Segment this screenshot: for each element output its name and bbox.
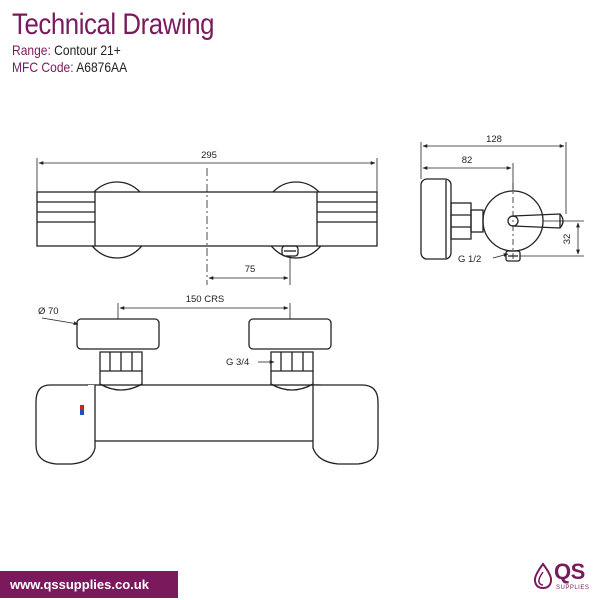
plan-left-shank	[99, 371, 143, 391]
flange-diameter-label: Ø 70	[38, 306, 59, 317]
side-connector	[470, 209, 484, 233]
mfc-label: MFC Code:	[12, 59, 74, 75]
dim-side-inner-depth-label: 82	[462, 155, 473, 166]
mfc-row: MFC Code: A6876AA	[12, 59, 214, 76]
dim-side-depth	[420, 142, 567, 214]
range-value: Contour 21+	[54, 42, 121, 58]
range-row: Range: Contour 21+	[12, 42, 214, 59]
temperature-indicator-hot	[80, 405, 84, 410]
range-label: Range:	[12, 42, 51, 58]
plan-view	[35, 318, 379, 465]
dim-side-depth-label: 128	[486, 134, 502, 145]
dim-overall-width-label: 295	[201, 150, 217, 161]
logo-letters: QS	[554, 559, 585, 584]
plan-body	[87, 384, 321, 442]
footer-bar: www.qssupplies.co.uk	[0, 571, 178, 598]
side-nut	[450, 202, 472, 240]
outlet-thread-label: G 1/2	[458, 254, 481, 265]
outlet-thread-leader	[492, 253, 509, 259]
mfc-value: A6876AA	[76, 59, 128, 75]
dim-inlet-offset	[208, 256, 291, 285]
dim-inlet-offset-label: 75	[245, 264, 256, 275]
dim-side-inner-depth	[422, 163, 514, 191]
logo-subtitle: SUPPLIES	[556, 585, 590, 591]
flange-diameter-leader	[41, 317, 79, 326]
plan-right-shank	[270, 371, 314, 391]
header: Technical Drawing Range: Contour 21+ MFC…	[12, 8, 247, 76]
plan-left-flange	[76, 318, 160, 350]
temperature-indicator-cold	[80, 410, 84, 415]
website-link[interactable]: www.qssupplies.co.uk	[10, 577, 149, 592]
dim-centres-label: 150 CRS	[186, 294, 225, 305]
page-title: Technical Drawing	[12, 8, 215, 41]
plan-right-cap	[312, 384, 379, 465]
plan-right-flange	[248, 318, 332, 350]
inlet-thread-label: G 3/4	[226, 357, 249, 368]
plan-left-cap	[35, 384, 96, 465]
water-drop-icon	[533, 562, 553, 590]
side-view	[420, 178, 564, 262]
dim-centres	[117, 303, 291, 319]
dim-overall-width	[36, 158, 378, 192]
qs-supplies-logo: QS SUPPLIES	[532, 560, 596, 596]
dim-side-height	[520, 220, 584, 257]
dim-side-height-label: 32	[562, 234, 573, 245]
